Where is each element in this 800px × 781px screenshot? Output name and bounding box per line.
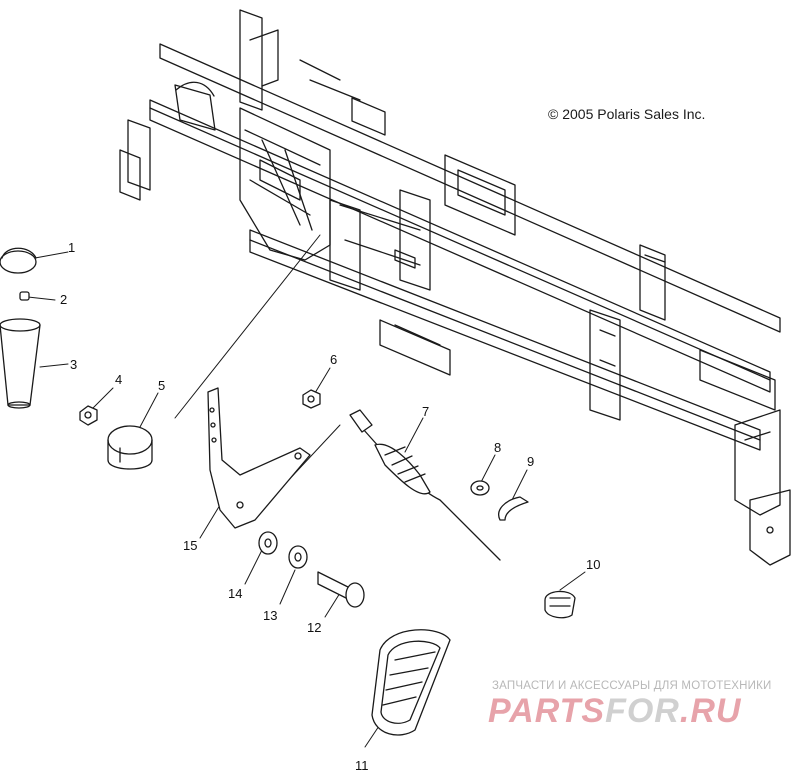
watermark-logo-tail: .RU xyxy=(679,692,742,730)
part-weight-5 xyxy=(107,425,153,470)
part-knob-cap-1 xyxy=(0,247,37,274)
part-bracket-15 xyxy=(207,387,311,529)
copyright-notice: © 2005 Polaris Sales Inc. xyxy=(548,106,706,122)
callout-6: 6 xyxy=(330,352,337,367)
part-washer-13 xyxy=(288,545,308,569)
callout-8: 8 xyxy=(494,440,501,455)
part-bolt-12 xyxy=(317,571,365,608)
callout-14: 14 xyxy=(228,586,242,601)
part-washer-14 xyxy=(258,531,278,555)
callout-10: 10 xyxy=(586,557,600,572)
watermark-logo-main: PARTS xyxy=(488,692,606,730)
part-clamp-10 xyxy=(544,590,576,619)
callout-5: 5 xyxy=(158,378,165,393)
leader-lines xyxy=(27,234,586,748)
part-washer-8 xyxy=(470,480,490,496)
callout-3: 3 xyxy=(70,357,77,372)
callout-labels: 1 2 3 4 5 6 7 8 9 10 11 12 13 14 15 xyxy=(60,240,600,773)
callout-7: 7 xyxy=(422,404,429,419)
part-cable-7 xyxy=(349,409,501,561)
callout-9: 9 xyxy=(527,454,534,469)
watermark-logo: PARTSFOR.RU xyxy=(488,692,741,731)
callout-1: 1 xyxy=(68,240,75,255)
frame-assembly xyxy=(119,9,791,566)
callout-11: 11 xyxy=(355,758,369,773)
callout-2: 2 xyxy=(60,292,67,307)
part-screw-2 xyxy=(19,291,30,301)
watermark-tagline: ЗАПЧАСТИ И АКСЕССУАРЫ ДЛЯ МОТОТЕХНИКИ xyxy=(492,680,772,692)
part-grip-3 xyxy=(0,318,41,409)
part-nut-4 xyxy=(79,405,98,426)
part-pedal-pad-11 xyxy=(371,629,451,736)
callout-12: 12 xyxy=(307,620,321,635)
callout-4: 4 xyxy=(115,372,122,387)
part-clip-9 xyxy=(498,496,529,521)
part-nut-6 xyxy=(302,389,321,409)
callout-15: 15 xyxy=(183,538,197,553)
watermark-logo-accent: FOR xyxy=(605,692,680,730)
callout-13: 13 xyxy=(263,608,277,623)
